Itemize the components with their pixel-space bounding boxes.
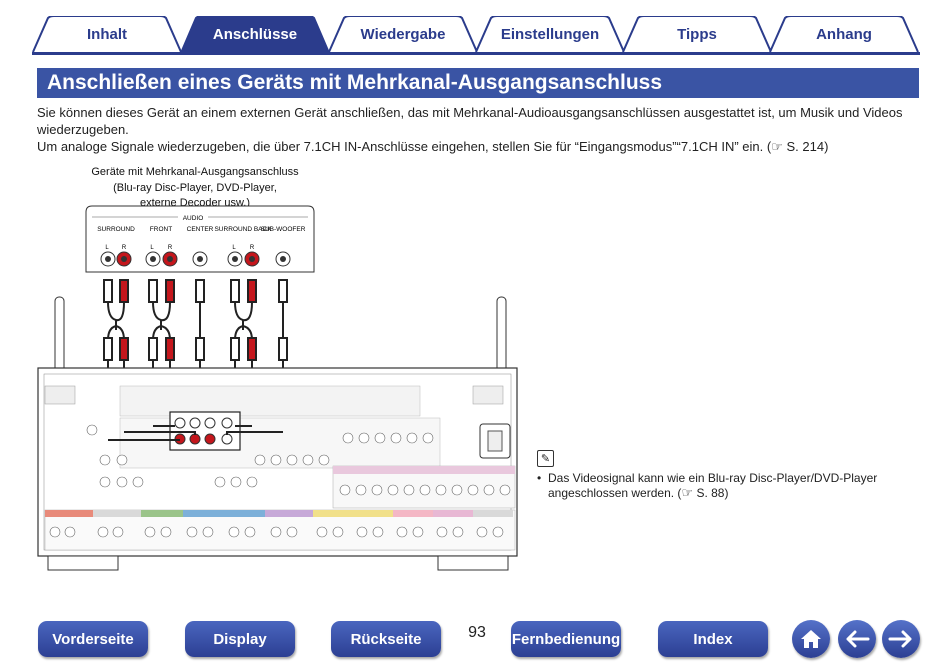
tab-tipps-label: Tipps [677,26,717,43]
note-page-ref-link[interactable]: S. 88 [696,486,725,500]
back-button[interactable] [838,620,876,658]
tab-anschluesse-label: Anschlüsse [212,26,298,43]
device-title: Geräte mit Mehrkanal-Ausgangsanschluss [91,166,299,178]
intro-line-1: Sie können dieses Gerät an einem externe… [37,105,903,137]
svg-text:L: L [150,245,154,251]
tab-anschluesse[interactable]: Anschlüsse [180,16,330,53]
connection-diagram: AUDIO SURROUND FRONT CENTER SURROUND BAC… [37,205,518,571]
page-ref-icon: ☞ [771,140,783,155]
tab-einstellungen-label: Einstellungen [500,26,600,43]
svg-text:L: L [105,245,109,251]
tabs-underline [32,52,920,55]
top-tab-bar: Inhalt Anschlüsse Wiedergabe Einstellung… [32,16,920,54]
index-button[interactable]: Index [658,621,768,657]
intro-line-2: Um analoge Signale wiederzugeben, die üb… [37,139,829,155]
fernbedienung-button[interactable]: Fernbedienung [511,621,621,657]
back-arrow-icon [846,630,870,648]
tab-einstellungen[interactable]: Einstellungen [475,16,625,53]
note-body: Das Videosignal kann wie ein Blu-ray Dis… [548,471,878,500]
rca-jacks [100,251,291,267]
pencil-icon: ✎ [537,450,554,467]
page-number: 93 [468,624,486,641]
home-icon [801,630,821,648]
channel-label-center: CENTER [187,226,214,233]
tab-anhang-label: Anhang [816,26,872,43]
svg-text:L: L [232,245,236,251]
channel-label-front: FRONT [150,226,172,233]
intro-text: Sie können dieses Gerät an einem externe… [37,104,917,156]
svg-text:R: R [122,245,127,251]
tab-anhang[interactable]: Anhang [769,16,919,53]
audio-group-label: AUDIO [183,215,204,222]
rueckseite-button[interactable]: Rückseite [331,621,441,657]
intro-line-2-text: Um analoge Signale wiederzugeben, die üb… [37,139,764,154]
display-button[interactable]: Display [185,621,295,657]
page-title-bar: Anschließen eines Geräts mit Mehrkanal-A… [37,68,919,98]
channel-label-surround: SURROUND [97,226,135,233]
tab-wiedergabe[interactable]: Wiedergabe [328,16,478,53]
note-text: • Das Videosignal kann wie ein Blu-ray D… [537,471,878,501]
page-title: Anschließen eines Geräts mit Mehrkanal-A… [47,71,663,94]
note-ref-icon: ☞ [681,486,694,501]
forward-arrow-icon [888,630,912,648]
forward-button[interactable] [882,620,920,658]
external-device-panel: AUDIO SURROUND FRONT CENTER SURROUND BAC… [85,205,315,273]
tab-inhalt[interactable]: Inhalt [32,16,182,53]
vorderseite-button[interactable]: Vorderseite [38,621,148,657]
tab-inhalt-label: Inhalt [87,26,127,43]
home-button[interactable] [792,620,830,658]
receiver-rear-panel [37,367,518,571]
note-bullet: • [537,471,542,485]
device-subtitle-1: (Blu-ray Disc-Player, DVD-Player, [113,182,277,194]
channel-label-subwoofer: SUB-WOOFER [261,226,306,233]
svg-text:R: R [250,245,255,251]
tab-tipps[interactable]: Tipps [622,16,772,53]
svg-text:R: R [168,245,173,251]
tab-wiedergabe-label: Wiedergabe [360,26,446,43]
channel-label-surround-back: SURROUND BACK [214,226,272,233]
intro-page-ref-link[interactable]: S. 214 [786,139,825,154]
